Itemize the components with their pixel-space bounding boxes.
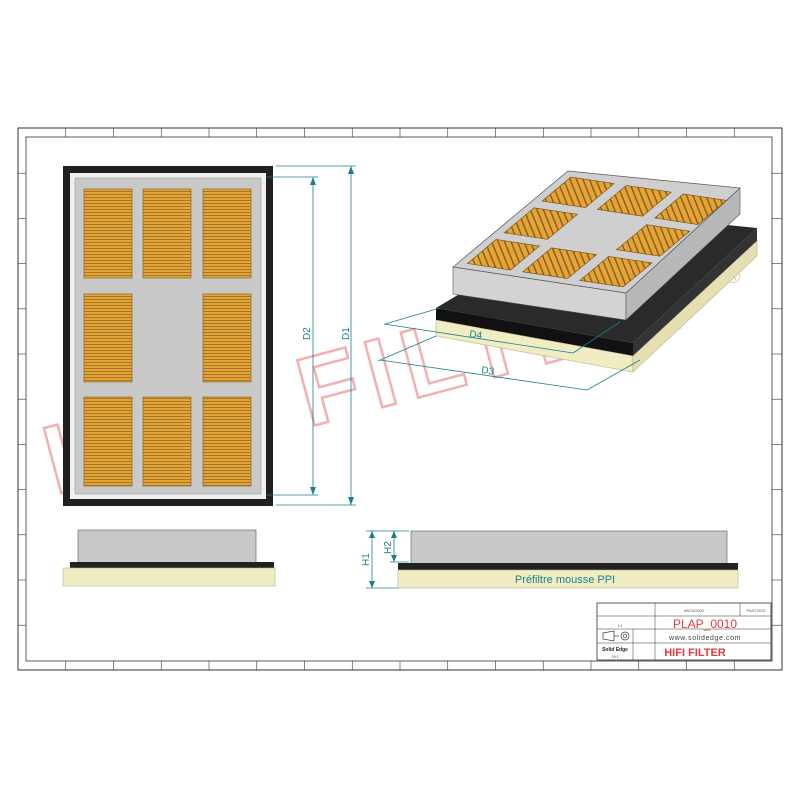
company-name: HIFI FILTER [664,647,726,659]
iso-pleat-panel [615,224,691,257]
pleat-panel [83,293,133,383]
dimension-d1: D1 [341,327,352,340]
isometric-pleat-panels [466,176,728,288]
filter-top-view [63,166,273,506]
projection-symbol-icon [602,630,630,642]
title-block: 08/03/2000 PAST0010 1:1 PLAP_0010 www.so… [596,602,772,661]
height-dimensions [366,530,409,589]
dimension-h1: H1 [361,553,372,566]
iso-pleat-panel [579,256,653,288]
top-view-dimensions [266,165,356,506]
filter-side-view [397,530,739,589]
filter-front-view [62,529,276,587]
title-date: 08/03/2000 [684,608,705,613]
dimension-d3: D3 [481,365,496,378]
pleat-panel [142,188,192,279]
software-name: Solid Edge [602,647,628,653]
dimension-d2: D2 [302,327,313,340]
iso-dimensions [377,307,641,391]
title-scale: 1:1 [617,623,623,628]
pleat-panel [83,188,133,279]
pleat-panel [202,396,252,487]
border-ticks [18,128,782,670]
filter-isometric-view [435,170,758,373]
pleat-panel [142,396,192,487]
dimension-d4: D4 [469,329,484,342]
iso-pleat-panel [596,185,672,217]
prefilter-label: Préfiltre mousse PPI [515,574,615,586]
drawing-number: PLAP_0010 [673,617,737,631]
iso-pleat-panel [653,193,728,225]
iso-pleat-panel [541,176,615,208]
pleat-panel [83,396,133,487]
title-ref: PAST0010 [746,608,766,613]
pleat-panel [202,293,252,383]
pleat-panels [83,188,252,487]
dimension-h2: H2 [383,541,394,554]
sheet-number: 001 [612,654,619,659]
iso-pleat-panel [466,239,541,271]
iso-pleat-panel [503,207,579,240]
iso-pleat-panel [522,247,598,279]
pleat-panel [202,188,252,279]
website: www.solidedge.com [668,635,741,642]
